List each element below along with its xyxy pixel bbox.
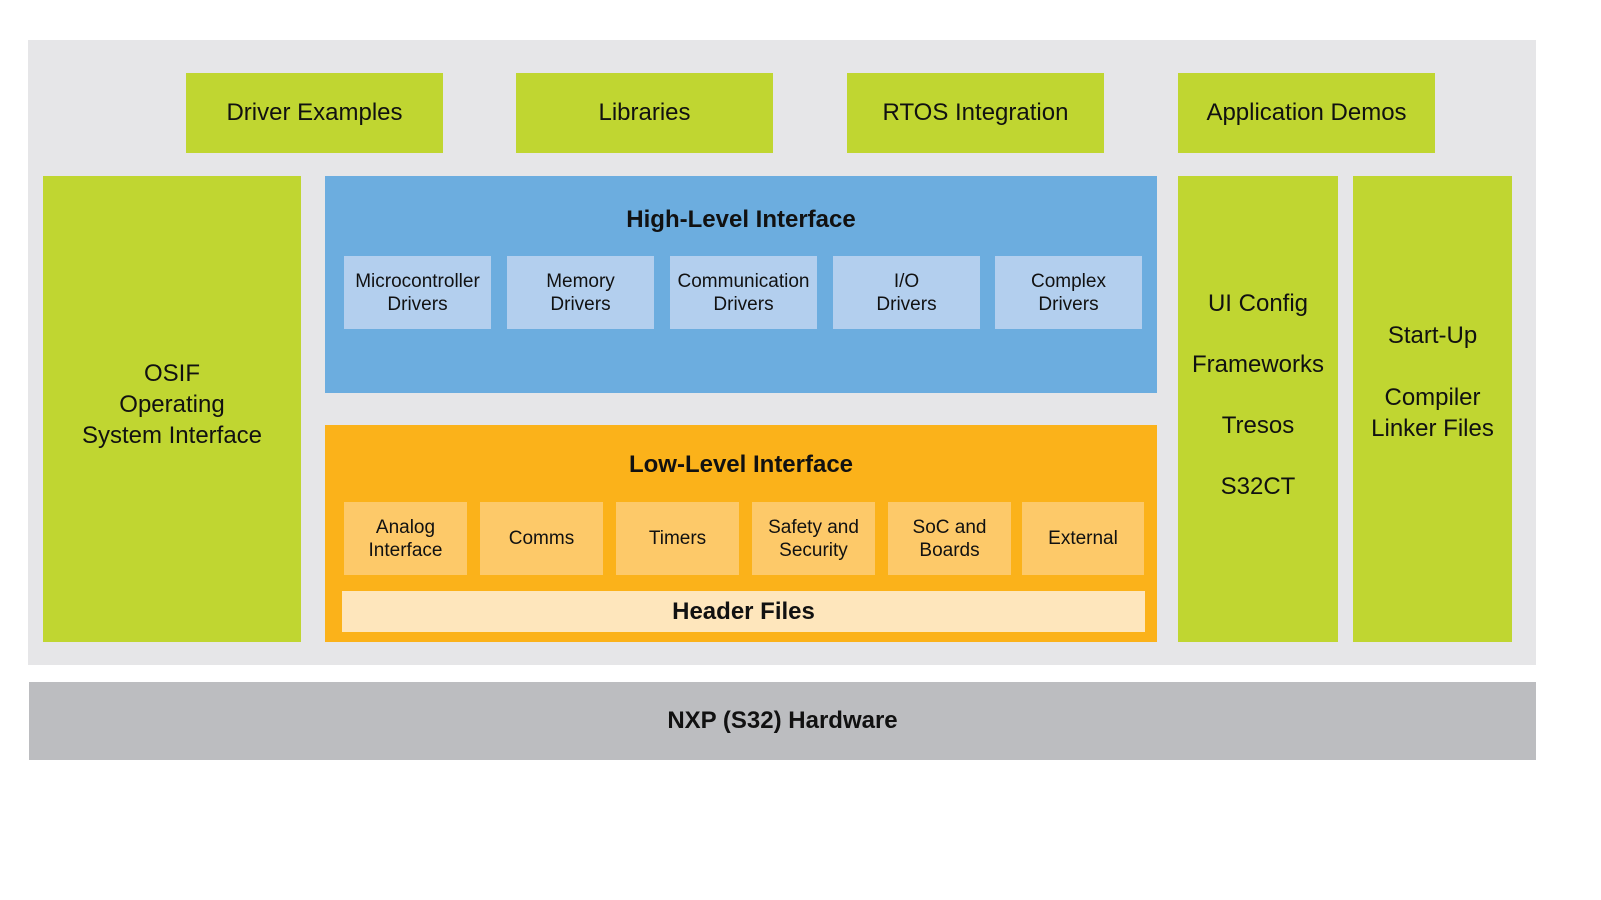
- item-line-2: Boards: [919, 539, 980, 561]
- header-files-box: Header Files: [342, 591, 1145, 632]
- item-line-1: Complex: [1031, 270, 1106, 292]
- application-demos-label: Application Demos: [1206, 99, 1407, 126]
- driver-examples-label: Driver Examples: [226, 99, 403, 126]
- compiler-label: Compiler: [1384, 384, 1481, 411]
- item-line-1: SoC and: [912, 516, 987, 538]
- item-line-2: Security: [779, 539, 848, 561]
- item-line-1: I/O: [893, 270, 920, 292]
- item-line-1: Communication: [677, 270, 810, 292]
- tresos-label: Tresos: [1221, 412, 1295, 439]
- libraries-label: Libraries: [598, 99, 691, 126]
- osif-box: OSIF Operating System Interface: [43, 176, 301, 642]
- low-level-interface-title: Low-Level Interface: [628, 451, 854, 478]
- osif-line-3: System Interface: [81, 421, 263, 449]
- hardware-bar: NXP (S32) Hardware: [29, 682, 1536, 760]
- item-line-2: Drivers: [387, 293, 448, 315]
- osif-line-1: OSIF: [143, 359, 200, 387]
- item-line-1: Analog: [375, 516, 436, 538]
- high-level-interface-title: High-Level Interface: [626, 206, 856, 233]
- tools-column-box: UI Config Frameworks Tresos S32CT: [1178, 176, 1338, 642]
- libraries-box: Libraries: [516, 73, 773, 153]
- item-line-2: Drivers: [876, 293, 937, 315]
- item-line-1: Comms: [508, 528, 575, 549]
- startup-column-box: Start-Up Compiler Linker Files: [1353, 176, 1512, 642]
- frameworks-label: Frameworks: [1191, 351, 1324, 378]
- rtos-integration-label: RTOS Integration: [882, 99, 1069, 126]
- rtos-integration-box: RTOS Integration: [847, 73, 1104, 153]
- linker-files-label: Linker Files: [1371, 415, 1494, 442]
- item-line-1: Microcontroller: [355, 270, 480, 292]
- application-demos-box: Application Demos: [1178, 73, 1435, 153]
- comms-box: Comms: [480, 502, 603, 575]
- hardware-label: NXP (S32) Hardware: [667, 707, 898, 734]
- item-line-1: Timers: [648, 528, 707, 549]
- item-line-2: Interface: [368, 539, 443, 561]
- external-box: External: [1022, 502, 1144, 575]
- startup-label: Start-Up: [1387, 322, 1478, 349]
- header-files-label: Header Files: [672, 597, 815, 625]
- s32ct-label: S32CT: [1220, 473, 1296, 500]
- timers-box: Timers: [616, 502, 739, 575]
- item-line-2: Drivers: [1038, 293, 1099, 315]
- item-line-2: Drivers: [713, 293, 774, 315]
- osif-line-2: Operating: [119, 390, 225, 418]
- item-line-1: Safety and: [768, 516, 859, 538]
- item-line-1: External: [1048, 528, 1118, 549]
- item-line-2: Drivers: [550, 293, 611, 315]
- item-line-1: Memory: [546, 270, 615, 292]
- driver-examples-box: Driver Examples: [186, 73, 443, 153]
- ui-config-label: UI Config: [1207, 290, 1309, 317]
